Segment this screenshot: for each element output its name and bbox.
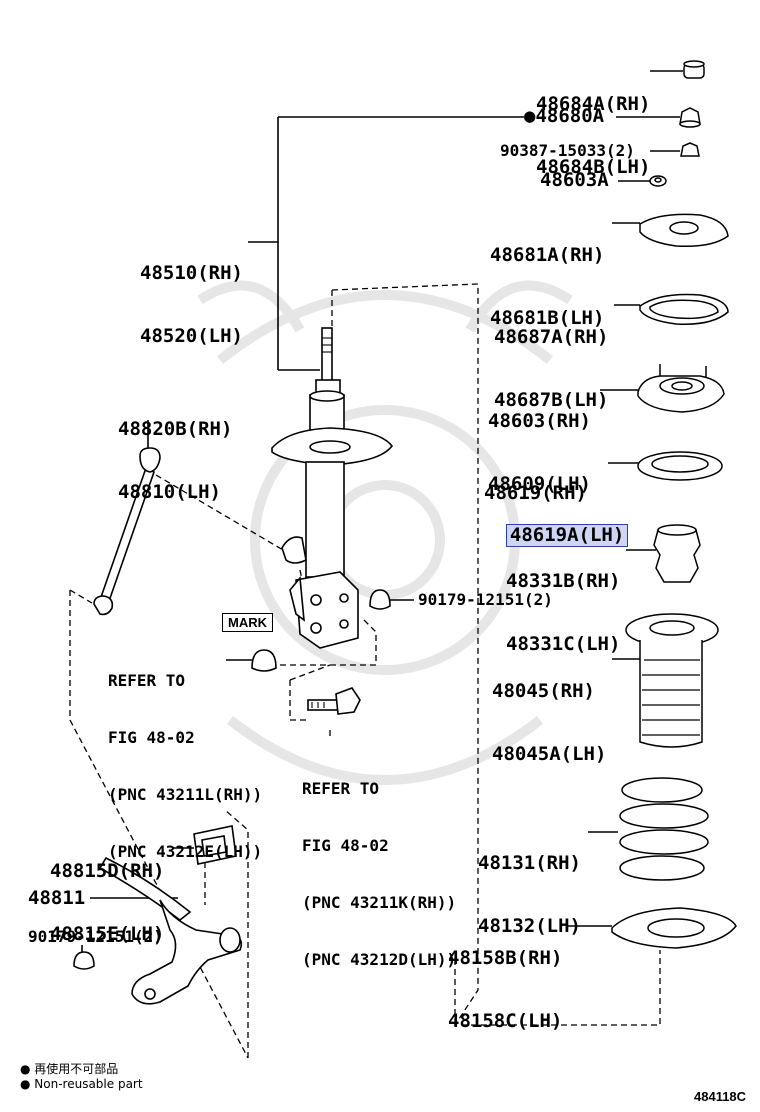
callout-48158-rh: 48158B(RH) [448,947,563,969]
callout-48603: 48603(RH) 48609(LH) [488,369,591,516]
callout-48687: 48687A(RH) 48687B(LH) [494,285,608,432]
callout-48687-rh: 48687A(RH) [494,326,609,348]
callout-48045-rh: 48045(RH) [492,680,595,702]
legend-line-japanese: ● 再使用不可部品 [20,1062,119,1076]
callout-48158: 48158B(RH) 48158C(LH) [448,906,562,1053]
callout-48681-lh: 48681B(LH) [490,307,605,329]
callout-48815-rh: 48815D(RH) [50,860,165,882]
callout-48331: 48331B(RH) 48331C(LH) [506,529,620,676]
callout-90179-stabilizer: 90179-12151(2) [28,927,163,946]
callout-48815: 48815D(RH) 48815E(LH) [50,819,164,966]
callout-48681: 48681A(RH) 48681B(LH) [490,203,604,350]
refer1-line2: FIG 48-02 [108,728,195,747]
refer-fig-48-02-bolt: REFER TO FIG 48-02 (PNC 43211K(RH)) (PNC… [302,741,456,988]
callout-48045: 48045(RH) 48045A(LH) [492,639,606,786]
callout-48619-rh: 48619(RH) [484,482,587,504]
callout-48619: 48619(RH) 48619A(LH) [484,441,629,547]
legend-line-english: ● Non-reusable part [20,1077,143,1091]
callout-48131-lh: 48132(LH) [478,915,581,937]
callout-48820-lh: 48810(LH) [118,481,221,503]
callout-48687-lh: 48687B(LH) [494,389,609,411]
callout-48510-rh: 48510(RH) [140,262,243,284]
callout-48680a: ●48680A [524,105,605,127]
refer2-line2: FIG 48-02 [302,836,389,855]
callout-90387: 90387-15033(2) [500,141,635,160]
callout-48158-lh: 48158C(LH) [448,1010,563,1032]
callout-48510-lh: 48520(LH) [140,325,243,347]
callout-48681-rh: 48681A(RH) [490,244,605,266]
callout-90179-strut: 90179-12151(2) [418,590,553,609]
callout-48510: 48510(RH) 48520(LH) [140,221,243,368]
callout-48131-rh: 48131(RH) [478,852,581,874]
callout-48820-rh: 48820B(RH) [118,418,233,440]
callout-48131: 48131(RH) 48132(LH) [478,811,581,958]
mark-label: MARK [222,613,273,632]
callout-48684: 48684A(RH) 48684B(LH) [536,52,650,199]
refer2-line4: (PNC 43212D(LH)) [302,950,457,969]
refer1-line4: (PNC 43212E(LH)) [108,842,263,861]
callout-48331-lh: 48331C(LH) [506,633,621,655]
callout-48603-rh: 48603(RH) [488,410,591,432]
callout-48331-rh: 48331B(RH) [506,570,621,592]
callout-48603a: 48603A [540,169,609,191]
callout-48815-lh: 48815E(LH) [50,923,165,945]
callout-48684-rh: 48684A(RH) [536,93,651,115]
watermark-logo [197,280,573,785]
callout-48603-lh: 48609(LH) [488,473,591,495]
callout-48820: 48820B(RH) 48810(LH) [118,377,232,524]
callout-48619-lh-highlighted[interactable]: 48619A(LH) [505,524,629,547]
refer2-line1: REFER TO [302,779,380,798]
figure-id: 484118C [694,1089,747,1104]
callout-48684-lh: 48684B(LH) [536,156,651,178]
refer1-line3: (PNC 43211L(RH)) [108,785,263,804]
refer1-line1: REFER TO [108,671,186,690]
refer-fig-48-02-knuckle: REFER TO FIG 48-02 (PNC 43211L(RH)) (PNC… [108,633,262,880]
callout-48045-lh: 48045A(LH) [492,743,607,765]
refer2-line3: (PNC 43211K(RH)) [302,893,457,912]
callout-48811: 48811 [28,887,86,909]
